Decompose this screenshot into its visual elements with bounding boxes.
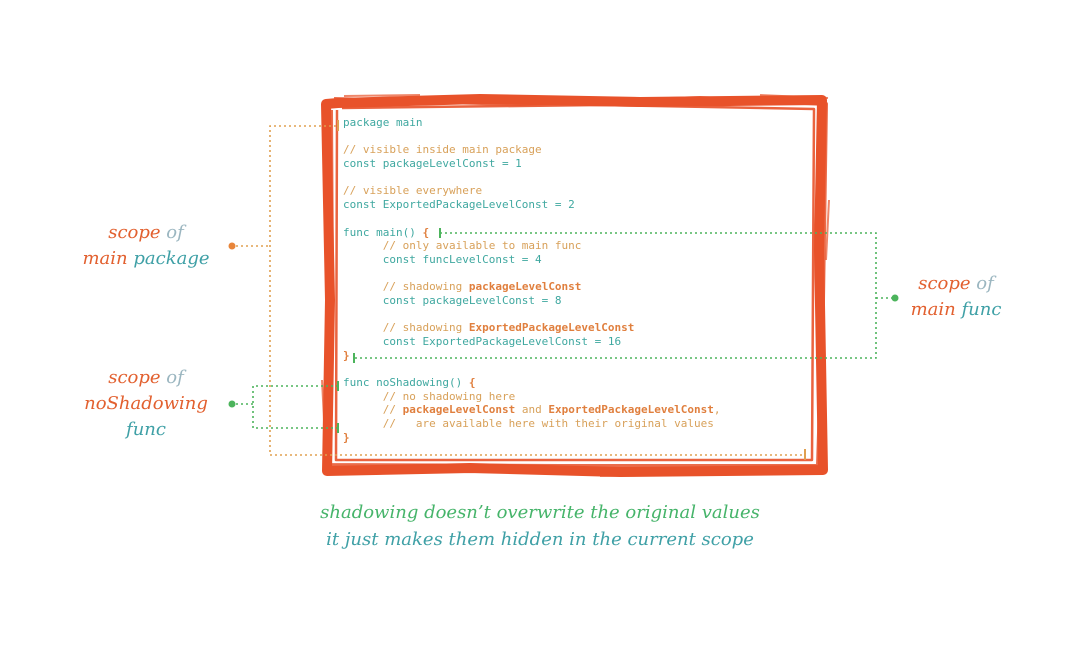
code-token: const ExportedPackageLevelConst = 16 xyxy=(343,335,622,348)
code-token: // are available here with their origina… xyxy=(343,417,714,431)
main-func-scope-ticks xyxy=(353,228,441,363)
code-token: const packageLevelConst = 1 xyxy=(343,157,522,171)
label-word: noShadowing xyxy=(84,393,208,414)
code-token: // visible inside main package xyxy=(343,143,542,157)
caption-line-1: shadowing doesn’t overwrite the original… xyxy=(320,502,760,523)
code-token: packageLevelConst xyxy=(468,280,582,294)
code-line: const ExportedPackageLevelConst = 2 xyxy=(343,198,813,212)
code-line: const funcLevelConst = 4 xyxy=(343,253,813,267)
code-token: } xyxy=(343,430,350,444)
code-line: package main xyxy=(343,116,813,130)
code-token: // only available to main func xyxy=(343,239,582,253)
code-line xyxy=(343,171,813,185)
caption-line-2: it just makes them hidden in the current… xyxy=(326,529,754,550)
noshadowing-scope-dot xyxy=(228,400,236,408)
label-word: func xyxy=(126,419,166,440)
code-line: // are available here with their origina… xyxy=(343,417,813,431)
code-token: const ExportedPackageLevelConst = 2 xyxy=(343,198,575,212)
code-token: packageLevelConst xyxy=(402,403,516,417)
label-word: scope xyxy=(918,273,971,294)
label-scope-main-package: scope of main package xyxy=(66,220,226,272)
code-token: ExportedPackageLevelConst xyxy=(468,321,635,335)
code-line xyxy=(343,212,813,226)
code-line: // shadowing ExportedPackageLevelConst xyxy=(343,321,813,335)
code-token: , xyxy=(713,403,721,417)
label-scope-main-func: scope of main func xyxy=(896,271,1016,323)
code-token: and xyxy=(515,403,549,417)
label-word: of xyxy=(166,367,184,388)
code-token: { xyxy=(468,376,476,390)
main-func-scope-connector xyxy=(354,232,894,359)
code-token: // visible everywhere xyxy=(343,184,483,198)
code-token: // xyxy=(343,403,403,417)
package-scope-connector xyxy=(236,125,806,456)
code-token: func noShadowing() xyxy=(343,376,469,390)
code-line: // visible inside main package xyxy=(343,143,813,157)
code-line: const packageLevelConst = 8 xyxy=(343,294,813,308)
code-token: package main xyxy=(343,116,423,129)
code-line xyxy=(343,308,813,322)
code-token: // shadowing xyxy=(343,280,469,294)
label-word: of xyxy=(166,222,184,243)
code-line: // only available to main func xyxy=(343,239,813,253)
code-frame xyxy=(321,94,830,477)
noshadowing-scope-connector xyxy=(236,385,338,429)
code-token: ExportedPackageLevelConst xyxy=(548,403,714,417)
code-line: func noShadowing() { xyxy=(343,376,813,390)
code-line: const ExportedPackageLevelConst = 16 xyxy=(343,335,813,349)
code-line: // packageLevelConst and ExportedPackage… xyxy=(343,403,813,417)
code-token: const packageLevelConst = 8 xyxy=(343,293,562,307)
code-token: // shadowing xyxy=(343,321,469,335)
label-word: func xyxy=(961,299,1002,320)
package-scope-ticks xyxy=(337,120,806,460)
label-scope-noshadowing-func: scope of noShadowing func xyxy=(66,365,226,443)
label-word: main xyxy=(910,299,956,320)
code-token: const funcLevelConst = 4 xyxy=(343,252,542,266)
label-word: main xyxy=(82,248,128,269)
code-token: } xyxy=(343,348,350,362)
label-word: scope xyxy=(108,367,161,388)
code-line: } xyxy=(343,349,813,363)
code-line: // visible everywhere xyxy=(343,184,813,198)
main-func-scope-dot xyxy=(891,294,899,302)
code-line xyxy=(343,267,813,281)
label-word: scope xyxy=(108,222,161,243)
code-line xyxy=(343,362,813,376)
code-line: const packageLevelConst = 1 xyxy=(343,157,813,171)
label-word: of xyxy=(976,273,994,294)
package-scope-dot xyxy=(228,242,236,250)
code-token: // no shadowing here xyxy=(343,389,516,403)
code-line: } xyxy=(343,431,813,445)
code-line: // shadowing packageLevelConst xyxy=(343,280,813,294)
code-line: func main() { xyxy=(343,226,813,240)
label-word: package xyxy=(133,248,210,269)
code-token: { xyxy=(422,225,430,239)
code-token: func main() xyxy=(343,225,423,239)
code-line xyxy=(343,130,813,144)
code-listing: package main // visible inside main packa… xyxy=(343,116,813,445)
code-line: // no shadowing here xyxy=(343,390,813,404)
